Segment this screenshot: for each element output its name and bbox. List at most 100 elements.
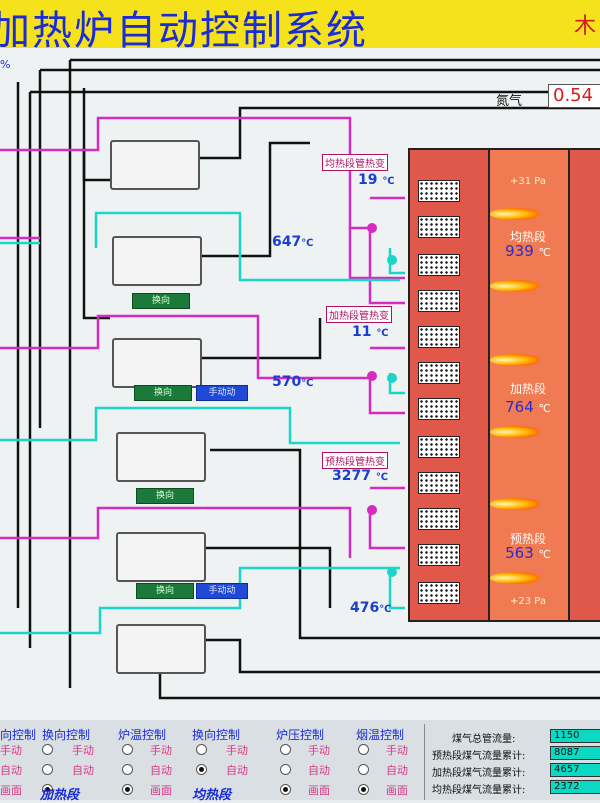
burner-flame (490, 498, 540, 510)
header-direction-control: 向控制 (0, 728, 37, 742)
radio-manual-3[interactable] (122, 744, 133, 755)
radio-screen-6[interactable] (358, 784, 369, 795)
opt-auto-2: 自动 (72, 764, 94, 777)
switch-button-2[interactable]: 换向 (134, 385, 192, 401)
coil (418, 398, 460, 420)
zone-pre-temp: 563 (505, 544, 534, 562)
opt-screen-5: 画面 (308, 784, 330, 797)
radio-manual-6[interactable] (358, 744, 369, 755)
valve3-temp: 476 (350, 600, 380, 616)
radio-manual-2[interactable] (42, 744, 53, 755)
zone-soak-temp: 939 (505, 242, 534, 260)
header-flue-temp-control: 烟温控制 (356, 728, 405, 742)
coil (418, 472, 460, 494)
title-right-char: 木 (574, 14, 597, 39)
header-furnace-temp-control: 炉温控制 (118, 728, 167, 742)
zone-soak-name: 均热段 (509, 230, 546, 244)
radio-screen-2[interactable] (42, 784, 53, 795)
pre-pipe-temp-unit: ℃ (375, 472, 388, 483)
radio-auto-2[interactable] (42, 764, 53, 775)
switch-button-4[interactable]: 换向 (136, 583, 194, 599)
radio-manual-4[interactable] (196, 744, 207, 755)
soak-pipe-temp-unit: ℃ (382, 176, 395, 187)
zone-soak-unit: ℃ (538, 246, 551, 259)
coil (418, 544, 460, 566)
heat-pipe-temp-unit: ℃ (376, 328, 389, 339)
radio-auto-3[interactable] (122, 764, 133, 775)
coil (418, 254, 460, 276)
valve3-temp-unit: ℃ (379, 604, 392, 615)
flow-label-1: 煤气总管流量: (452, 734, 516, 745)
opt-auto-3: 自动 (150, 764, 172, 777)
radio-manual-5[interactable] (280, 744, 291, 755)
opt-auto-6: 自动 (386, 764, 408, 777)
coil (418, 508, 460, 530)
header-switch-control-1: 换向控制 (42, 728, 91, 742)
valve-group-5[interactable] (116, 532, 206, 582)
coil (418, 326, 460, 348)
corner-label: % (0, 58, 11, 71)
opt-manual-4: 手动 (226, 744, 248, 757)
zone-heat-unit: ℃ (538, 402, 551, 415)
top-pressure: +31 (509, 176, 532, 187)
flow-value-1: 1150 (550, 729, 600, 743)
valve-group-2[interactable] (112, 236, 202, 286)
flow-value-3: 4657 (550, 763, 600, 777)
zone-heat-temp: 764 (505, 398, 534, 416)
nitrogen-display: 0.54 (548, 84, 600, 108)
opt-manual-2: 手动 (72, 744, 94, 757)
burner-flame (490, 354, 540, 366)
valve1-temp: 647 (272, 234, 302, 250)
flow-value-4: 2372 (550, 780, 600, 794)
heat-pipe-temp: 11 (352, 324, 372, 340)
flow-label-4: 均热段煤气流量累计: (432, 785, 526, 796)
opt-screen-3: 画面 (150, 784, 172, 797)
burner-flame (490, 280, 540, 292)
title-bar: 加热炉自动控制系统 木 (0, 0, 600, 54)
header-pressure-control: 炉压控制 (276, 728, 325, 742)
radio-screen-3[interactable] (122, 784, 133, 795)
soak-pipe-temp: 19 (358, 172, 378, 188)
valve-group-4[interactable] (116, 432, 206, 482)
soak-pipe-tag: 均热段管热变 (322, 154, 388, 171)
zone-pre-name: 预热段 (509, 532, 546, 546)
app-title: 加热炉自动控制系统 (0, 8, 368, 54)
manual-adjust-button-1[interactable]: 手动动 (196, 385, 248, 401)
coil (418, 180, 460, 202)
coil (418, 362, 460, 384)
pipe-network (0, 58, 600, 700)
switch-button-1[interactable]: 换向 (132, 293, 190, 309)
flow-label-2: 预热段煤气流量累计: (432, 751, 526, 762)
control-panel: 向控制 换向控制 炉温控制 换向控制 炉压控制 烟温控制 手动 手动 手动 手动… (0, 720, 600, 803)
radio-screen-5[interactable] (280, 784, 291, 795)
coil (418, 582, 460, 604)
valve-group-1[interactable] (110, 140, 200, 190)
valve-group-3[interactable] (112, 338, 202, 388)
nitrogen-value: 0.54 (553, 85, 594, 106)
burner-flame (490, 426, 540, 438)
process-screen: % 氮气 0.54 换向 换向 手动动 换向 换向 手动动 均热段管热变 加热段… (0, 48, 600, 720)
valve-group-6[interactable] (116, 624, 206, 674)
top-pressure-unit: Pa (534, 176, 546, 187)
manual-adjust-button-2[interactable]: 手动动 (196, 583, 248, 599)
radio-auto-5[interactable] (280, 764, 291, 775)
opt-screen-6: 画面 (386, 784, 408, 797)
coil (418, 290, 460, 312)
switch-button-3[interactable]: 换向 (136, 488, 194, 504)
radio-auto-4[interactable] (196, 764, 207, 775)
valve1-temp-unit: ℃ (301, 238, 314, 249)
pre-pipe-tag: 预热段管热变 (322, 452, 388, 469)
opt-auto-1: 自动 (0, 764, 22, 777)
section-soaking: 均热段 (192, 788, 232, 803)
burner-flame (490, 572, 540, 584)
furnace-center (488, 150, 570, 620)
opt-auto-5: 自动 (308, 764, 330, 777)
opt-manual-3: 手动 (150, 744, 172, 757)
valve2-temp-unit: ℃ (301, 378, 314, 389)
divider (424, 724, 425, 800)
opt-manual-5: 手动 (308, 744, 330, 757)
coil (418, 216, 460, 238)
furnace: +31 Pa 均热段 939 ℃ 加热段 764 ℃ 预热段 563 ℃ +23… (408, 148, 600, 622)
opt-auto-4: 自动 (226, 764, 248, 777)
radio-auto-6[interactable] (358, 764, 369, 775)
